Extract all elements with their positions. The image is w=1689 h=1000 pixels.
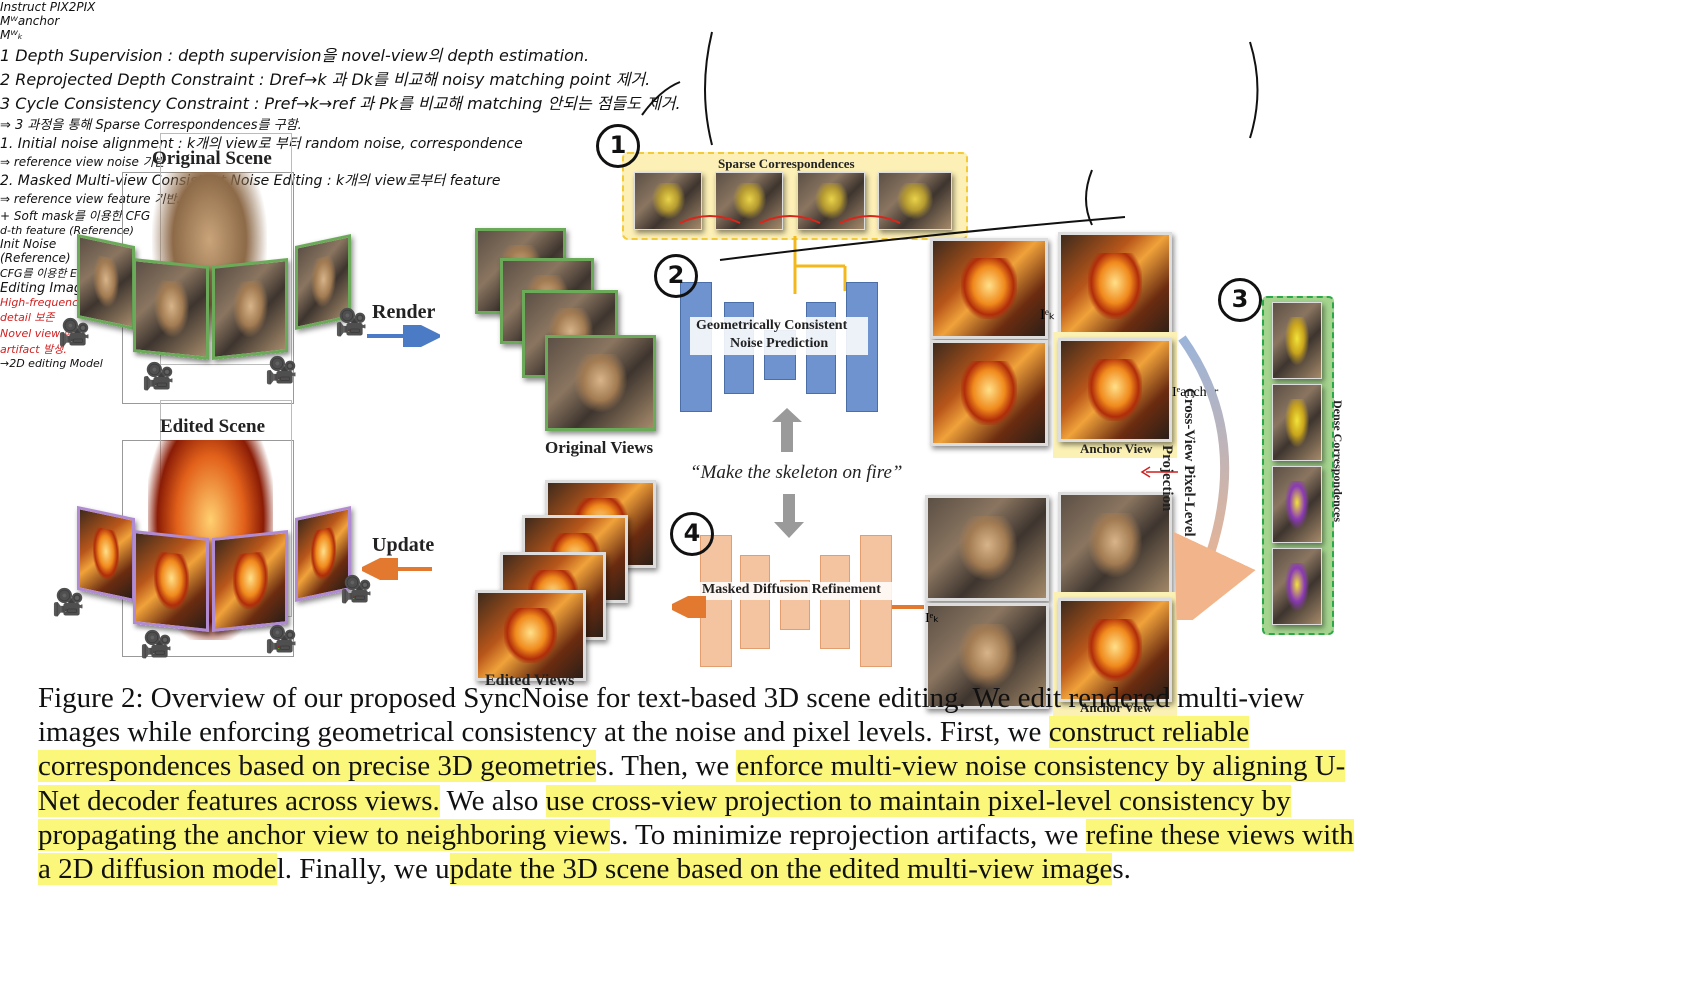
dense-view-4 <box>1272 548 1322 625</box>
sparse-correspondence-arrows <box>679 215 901 224</box>
high-frequency-note: High-frequency detail 보존 <box>0 296 85 324</box>
sparse-to-unet-arrows <box>793 236 847 294</box>
caption-text-1: Figure 2: Overview of our proposed SyncN… <box>38 682 1305 749</box>
m-anchor-label: Mᵂanchor <box>0 14 60 28</box>
step-4-circle: 4 <box>670 512 714 556</box>
edited-grid-r1c1 <box>930 238 1048 339</box>
anchor-view-image-bottom <box>1058 598 1172 702</box>
caption-text-5: l. Finally, we u <box>276 853 450 886</box>
dense-view-3 <box>1272 466 1322 543</box>
note-mid-3: + Soft mask를 이용한 CFG <box>0 209 151 223</box>
sparse-correspondences-title: Sparse Correspondences <box>718 156 855 171</box>
note-top-2: 2 Reprojected Depth Constraint : Dref→k … <box>0 70 651 89</box>
original-view-stack-4 <box>545 335 656 431</box>
dense-view-1 <box>1272 302 1322 379</box>
instruct-pix2pix-note: Instruct PIX2PIX <box>0 0 96 14</box>
caption-text-4: s. To minimize reprojection artifacts, w… <box>609 818 1086 851</box>
refinement-to-edited-views-arrow <box>672 596 706 618</box>
caption-highlight-5: pdate the 3D scene based on the edited m… <box>449 853 1113 886</box>
refine-decoder-block-1 <box>820 555 850 649</box>
note-top-summary: ⇒ 3 과정을 통해 Sparse Correspondences를 구함. <box>0 118 302 133</box>
note-top-1: 1 Depth Supervision : depth supervision을… <box>0 46 590 65</box>
refine-decoder-block-2 <box>860 535 892 667</box>
original-scene-view-left <box>77 233 135 331</box>
cross-view-label-line2: Projection <box>1159 445 1175 512</box>
novel-view-artifact-note: Novel view 에서 artifact 발생. <box>0 327 84 356</box>
edited-scene-view-center-right <box>212 530 288 632</box>
edited-views-label-visible: Edited Views <box>485 672 575 689</box>
caption-text-3: We also <box>439 784 546 817</box>
edited-scene-view-center-left <box>133 530 209 632</box>
render-arrow <box>367 325 440 347</box>
gcnp-label-line1: Geometrically Consistent <box>696 318 848 333</box>
original-scene-label: Original Scene <box>152 148 272 169</box>
gcnp-label-line2: Noise Prediction <box>730 336 829 351</box>
original-scene-view-center-left <box>133 258 209 360</box>
camera-icon: 🎥 <box>265 356 298 386</box>
annotation-brackets <box>641 31 1259 226</box>
original-grid-r1c2 <box>1058 492 1172 598</box>
note-mid-1: 1. Initial noise alignment : k개의 view로 부… <box>0 136 523 152</box>
original-grid-r1c1 <box>925 495 1049 601</box>
init-noise-note: Init Noise (Reference) <box>0 237 71 265</box>
anchor-view-image-top <box>1058 338 1172 442</box>
cross-view-label-line1: Cross-View Pixel-Level <box>1181 388 1197 537</box>
instruct-pix2pix-arrow <box>772 408 802 452</box>
gcnp-label-bg <box>690 317 868 355</box>
step-3-circle: 3 <box>1218 278 1262 322</box>
camera-icon: 🎥 <box>265 625 298 655</box>
edited-scene-label: Edited Scene <box>160 416 266 437</box>
sparse-view-3 <box>797 172 865 230</box>
original-scene-view-center-right <box>212 258 288 360</box>
dense-correspondences-title: Dense Correspondences <box>1331 400 1345 523</box>
dense-view-2 <box>1272 384 1322 461</box>
figure-caption: Figure 2: Overview of our proposed SyncN… <box>38 681 1368 886</box>
note-mid-2b: ⇒ reference view feature 기반. <box>0 192 181 206</box>
anchor-view-label-bottom: Anchor View <box>1080 700 1153 715</box>
artifact-pointer-arrow <box>1140 466 1178 478</box>
step-2-circle: 2 <box>654 254 698 298</box>
refine-encoder-block-2 <box>740 555 770 649</box>
editing-image-note: Editing Image <box>0 281 91 296</box>
ie-k-label: Iᵉₖ <box>1040 307 1056 323</box>
caption-text-6: s. <box>1112 853 1131 886</box>
mdr-label: Masked Diffusion Refinement <box>702 582 881 597</box>
sparse-view-1 <box>634 172 702 230</box>
mdr-label-bg <box>700 582 895 600</box>
step2-pointer-line <box>719 216 1126 261</box>
caption-text-2: s. Then, we <box>596 750 737 783</box>
note-top-3: 3 Cycle Consistency Constraint : Pref→k→… <box>0 94 681 113</box>
update-arrow <box>362 558 432 580</box>
prompt-to-refinement-arrow <box>774 494 804 538</box>
original-grid-r2c1 <box>925 603 1049 709</box>
render-label: Render <box>372 301 436 323</box>
camera-icon: 🎥 <box>340 575 373 605</box>
d-feature-note: d-th feature (Reference) <box>0 224 134 237</box>
update-label: Update <box>372 534 435 556</box>
note-mid-1b: ⇒ reference view noise 기반 <box>0 155 165 169</box>
m-k-label: Mᵂₖ <box>0 28 23 42</box>
anchor-view-label-top: Anchor View <box>1080 441 1153 456</box>
views-to-refinement-arrow <box>892 605 924 609</box>
camera-icon: 🎥 <box>140 630 173 660</box>
ie-k2-label: Iᵉₖ <box>925 611 940 626</box>
camera-icon: 🎥 <box>58 318 91 348</box>
cross-view-projection-arrow <box>1174 335 1256 620</box>
sparse-view-4 <box>878 172 952 230</box>
edit-prompt-text: “Make the skeleton on fire” <box>690 462 903 483</box>
camera-icon: 🎥 <box>142 362 175 392</box>
camera-icon: 🎥 <box>52 588 85 618</box>
edited-scene-view-left <box>77 505 135 603</box>
sparse-view-2 <box>715 172 783 230</box>
2d-editing-model-note: →2D editing Model <box>0 357 103 370</box>
edited-view-stack-4 <box>475 590 586 681</box>
edited-grid-r2c1 <box>930 340 1048 446</box>
step-1-circle: 1 <box>596 124 640 168</box>
camera-icon: 🎥 <box>335 308 368 338</box>
original-views-label: Original Views <box>545 438 654 457</box>
